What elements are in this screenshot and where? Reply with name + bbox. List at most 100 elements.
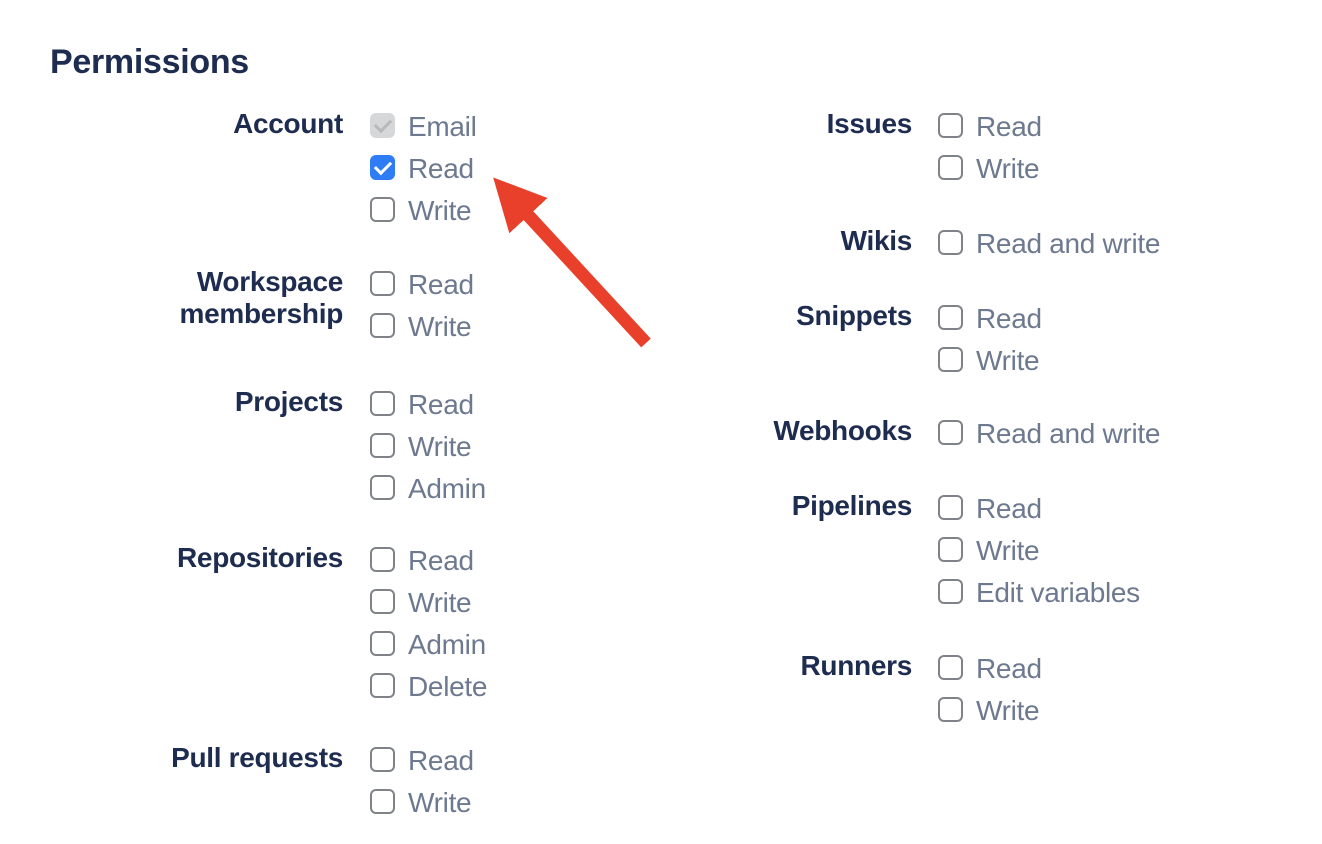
checkbox-row-workspace-membership-write[interactable]: Write [370, 313, 474, 341]
options-workspace-membership: Read Write [370, 271, 474, 341]
checkbox-row-repositories-admin[interactable]: Admin [370, 629, 487, 660]
checkbox-snippets-write[interactable] [938, 347, 963, 372]
checkbox-label: Admin [408, 473, 486, 504]
permission-group-pipelines: Pipelines Read Write Edit variables [770, 490, 1140, 608]
permission-group-pull-requests: Pull requests Read Write [168, 742, 474, 818]
options-projects: Read Write Admin [370, 389, 486, 504]
checkbox-label: Read [976, 303, 1042, 334]
permission-group-runners: Runners Read Write [770, 650, 1043, 726]
checkbox-workspace-membership-read[interactable] [370, 271, 395, 296]
checkbox-label: Edit variables [976, 577, 1140, 608]
group-label-account: Account [233, 108, 343, 139]
checkbox-row-projects-admin[interactable]: Admin [370, 473, 486, 504]
options-pipelines: Read Write Edit variables [938, 493, 1140, 608]
checkbox-row-account-read[interactable]: Read [370, 153, 477, 184]
checkbox-account-read[interactable] [370, 155, 395, 180]
checkbox-row-snippets-read[interactable]: Read [938, 303, 1042, 334]
checkbox-label: Read [408, 545, 474, 576]
checkbox-row-pipelines-read[interactable]: Read [938, 493, 1140, 524]
checkbox-row-webhooks-read-and-write[interactable]: Read and write [938, 418, 1161, 449]
checkbox-row-pull-requests-read[interactable]: Read [370, 745, 474, 776]
checkbox-row-issues-write[interactable]: Write [938, 153, 1042, 184]
checkbox-issues-read[interactable] [938, 113, 963, 138]
checkbox-label: Read [408, 153, 474, 184]
checkbox-pipelines-write[interactable] [938, 537, 963, 562]
permission-group-snippets: Snippets Read Write [770, 300, 1042, 376]
checkbox-row-pipelines-write[interactable]: Write [938, 535, 1140, 566]
checkbox-repositories-delete[interactable] [370, 673, 395, 698]
checkbox-issues-write[interactable] [938, 155, 963, 180]
permission-group-wikis: Wikis Read and write [770, 225, 1161, 258]
permission-group-workspace-membership: Workspace membership Read Write [168, 266, 475, 341]
checkbox-label: Write [976, 345, 1040, 376]
page-title: Permissions [50, 43, 249, 81]
checkbox-workspace-membership-write[interactable] [370, 313, 395, 338]
checkbox-label: Delete [408, 671, 488, 702]
options-repositories: Read Write Admin Delete [370, 545, 488, 702]
checkbox-row-repositories-delete[interactable]: Delete [370, 671, 488, 702]
checkbox-pull-requests-write[interactable] [370, 789, 395, 814]
checkbox-projects-write[interactable] [370, 433, 395, 458]
checkbox-row-repositories-read[interactable]: Read [370, 545, 487, 576]
checkbox-pipelines-edit-variables[interactable] [938, 579, 963, 604]
checkbox-projects-admin[interactable] [370, 475, 395, 500]
group-label-pipelines: Pipelines [791, 490, 913, 521]
group-label-workspace-membership: Workspace membership [179, 266, 344, 329]
checkbox-row-runners-write[interactable]: Write [938, 695, 1042, 726]
checkbox-row-projects-read[interactable]: Read [370, 389, 486, 420]
checkbox-repositories-admin[interactable] [370, 631, 395, 656]
checkbox-label: Read and write [976, 418, 1161, 449]
checkbox-label: Write [408, 431, 472, 462]
group-label-snippets: Snippets [796, 300, 912, 331]
checkbox-label: Write [976, 153, 1040, 184]
checkbox-repositories-write[interactable] [370, 589, 395, 614]
checkbox-label: Write [976, 695, 1040, 726]
checkbox-row-account-email: Email [370, 111, 477, 142]
checkbox-row-snippets-write[interactable]: Write [938, 345, 1042, 376]
permission-group-account: Account Email Read Write [168, 108, 477, 225]
checkbox-runners-write[interactable] [938, 697, 963, 722]
checkbox-label: Read [408, 389, 474, 420]
checkbox-row-account-write[interactable]: Write [370, 197, 477, 225]
group-label-webhooks: Webhooks [773, 415, 912, 446]
checkbox-row-workspace-membership-read[interactable]: Read [370, 271, 474, 299]
checkbox-account-write[interactable] [370, 197, 395, 222]
options-snippets: Read Write [938, 303, 1042, 376]
checkbox-snippets-read[interactable] [938, 305, 963, 330]
checkbox-webhooks-read-and-write[interactable] [938, 420, 963, 445]
permission-group-webhooks: Webhooks Read and write [770, 415, 1161, 449]
checkbox-account-email [370, 113, 395, 138]
checkbox-projects-read[interactable] [370, 391, 395, 416]
checkbox-label: Write [408, 787, 472, 818]
checkbox-label: Read [976, 111, 1042, 142]
checkbox-row-projects-write[interactable]: Write [370, 431, 486, 462]
checkbox-wikis-read-and-write[interactable] [938, 230, 963, 255]
checkbox-label: Read [976, 493, 1042, 524]
checkbox-label: Email [408, 111, 477, 142]
group-label-pull-requests: Pull requests [171, 742, 343, 773]
checkbox-row-repositories-write[interactable]: Write [370, 589, 487, 617]
checkbox-label: Read [408, 745, 474, 776]
checkbox-pipelines-read[interactable] [938, 495, 963, 520]
options-account: Email Read Write [370, 111, 477, 225]
checkbox-row-issues-read[interactable]: Read [938, 111, 1042, 142]
checkbox-row-runners-read[interactable]: Read [938, 653, 1042, 684]
checkbox-pull-requests-read[interactable] [370, 747, 395, 772]
checkbox-label: Read [976, 653, 1042, 684]
group-label-issues: Issues [826, 108, 913, 139]
options-webhooks: Read and write [938, 418, 1161, 449]
checkbox-label: Write [976, 535, 1040, 566]
checkbox-repositories-read[interactable] [370, 547, 395, 572]
options-wikis: Read and write [938, 230, 1160, 258]
checkbox-row-pipelines-edit-variables[interactable]: Edit variables [938, 577, 1140, 608]
options-pull-requests: Read Write [370, 745, 474, 818]
checkbox-row-wikis-read-and-write[interactable]: Read and write [938, 230, 1160, 258]
group-label-projects: Projects [234, 386, 343, 417]
arrow-line [493, 177, 651, 348]
permission-group-issues: Issues Read Write [770, 108, 1042, 184]
checkbox-runners-read[interactable] [938, 655, 963, 680]
checkbox-row-pull-requests-write[interactable]: Write [370, 787, 474, 818]
options-runners: Read Write [938, 653, 1042, 726]
checkbox-label: Admin [408, 629, 486, 660]
permission-group-projects: Projects Read Write Admin [168, 386, 486, 504]
